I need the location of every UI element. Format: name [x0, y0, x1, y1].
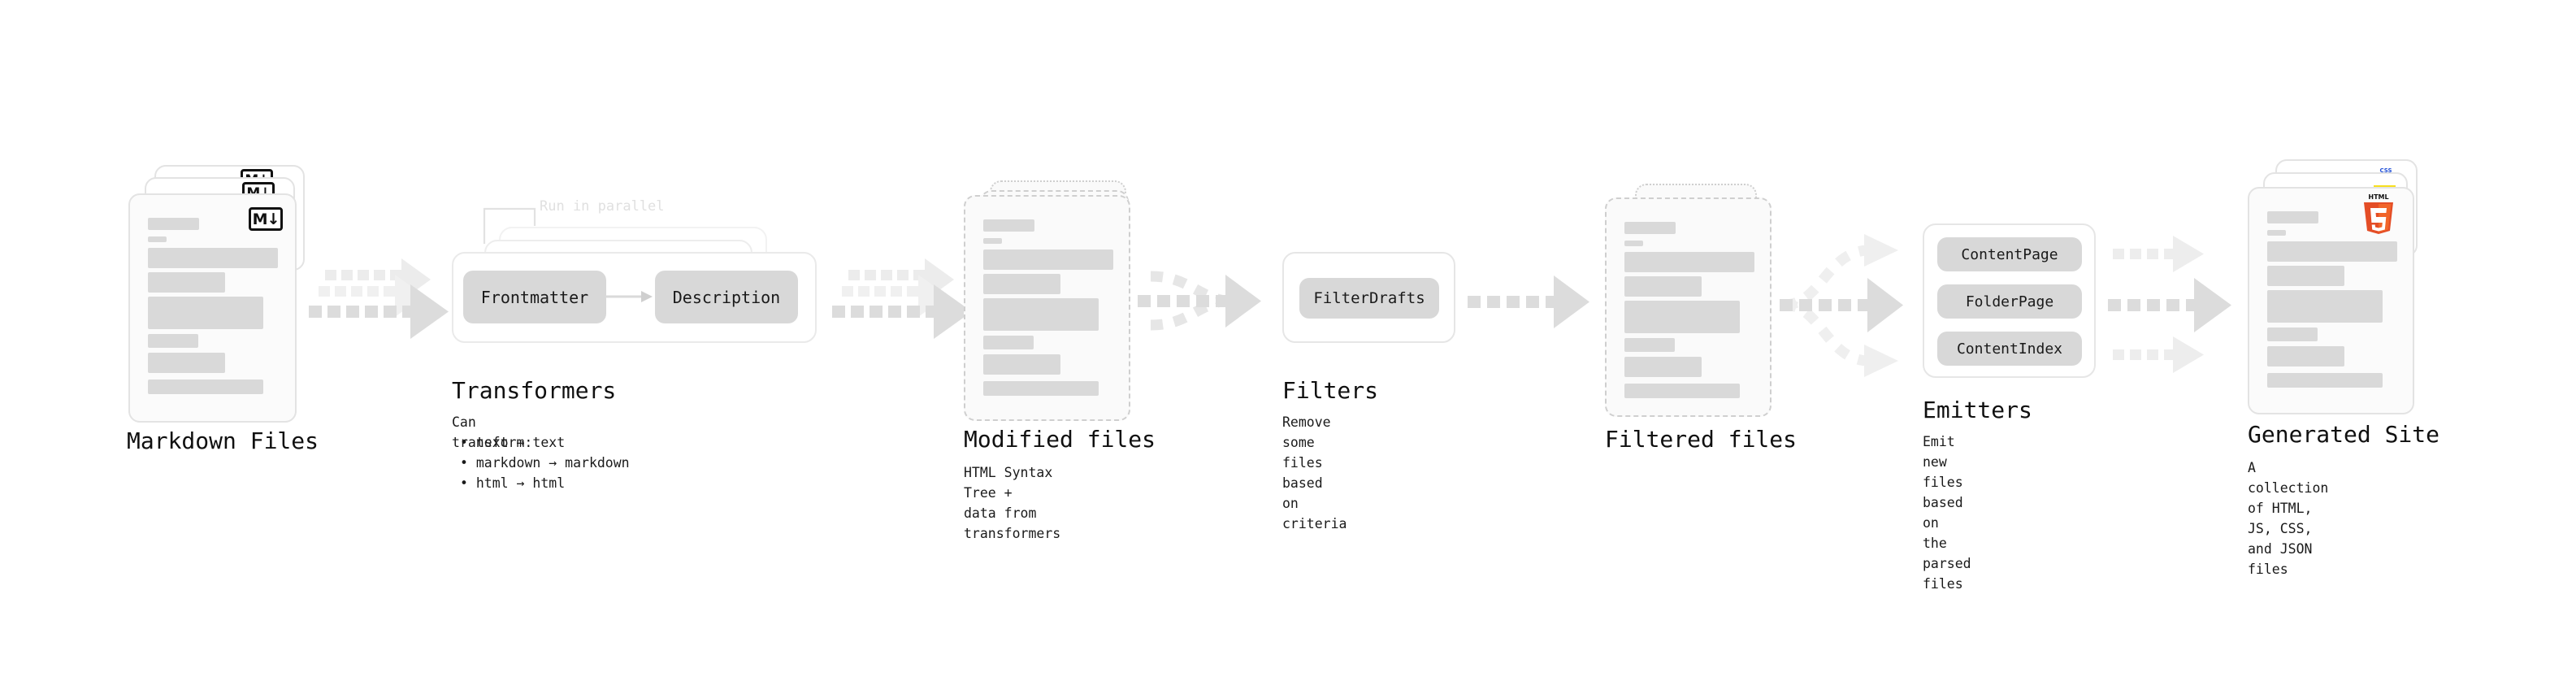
doc-line [148, 380, 263, 394]
markdown-icon: M↓ [249, 207, 283, 231]
doc-line [983, 381, 1099, 396]
stage-caption-transformers: Can transform: [452, 414, 533, 450]
doc-line [1624, 357, 1702, 377]
doc-line [1624, 384, 1740, 398]
arrow-transformers-to-modified [832, 258, 972, 339]
doc-line [983, 274, 1060, 294]
doc-line [2267, 230, 2286, 236]
stage-title-markdown-files: Markdown Files [127, 427, 319, 454]
doc-line [2267, 266, 2344, 286]
stage-title-filtered-files: Filtered files [1605, 426, 1798, 453]
html5-icon: HTML [2364, 193, 2393, 234]
doc-line [148, 248, 278, 268]
doc-line [148, 272, 225, 293]
transformer-arrow-front [605, 291, 653, 302]
doc-line [983, 238, 1002, 244]
doc-line [1624, 222, 1676, 234]
transformers-bullet-item: • html → html [460, 475, 566, 491]
doc-line [148, 353, 225, 373]
arrow-filtered-to-emitters [1780, 234, 1903, 377]
markdown-card-front [128, 193, 297, 423]
doc-line [983, 298, 1099, 331]
emitter-pill-contentpage[interactable]: ContentPage [1937, 237, 2082, 271]
doc-line [148, 297, 263, 329]
stage-title-filters: Filters [1282, 377, 1379, 404]
doc-line [983, 219, 1034, 232]
transformer-pill-frontmatter[interactable]: Frontmatter [463, 271, 606, 323]
doc-line [148, 334, 198, 348]
parallel-leader-line [483, 207, 536, 244]
stage-caption-generated-site: A collection of HTML, JS, CSS, and JSON … [2248, 460, 2329, 577]
arrow-filters-to-filtered [1468, 275, 1589, 328]
arrow-md-to-transformers [309, 258, 449, 339]
filter-pill-filterdrafts[interactable]: FilterDrafts [1299, 278, 1439, 319]
doc-line [2267, 346, 2344, 367]
transformers-bullet-item: • markdown → markdown [460, 455, 630, 471]
doc-line [1624, 338, 1675, 352]
annotation-run-in-parallel: Run in parallel [540, 198, 665, 215]
doc-line [2267, 211, 2318, 223]
transformer-pill-description[interactable]: Description [655, 271, 798, 323]
stage-title-transformers: Transformers [452, 377, 617, 404]
emitter-pill-contentindex[interactable]: ContentIndex [1937, 332, 2082, 366]
stage-caption-emitters: Emit new files based on the parsed files [1923, 434, 1971, 592]
arrow-modified-to-filters [1138, 271, 1261, 331]
filtered-card-front [1605, 197, 1772, 417]
doc-line [1624, 276, 1702, 297]
transformers-bullet-list: • text → text • markdown → markdown • ht… [460, 432, 630, 493]
doc-line [1624, 301, 1740, 333]
stage-caption-filters: Remove some files based on criteria [1282, 414, 1347, 531]
doc-line [983, 249, 1113, 270]
doc-line [2267, 290, 2383, 323]
modified-card-front [964, 195, 1130, 421]
doc-line [1624, 241, 1643, 246]
doc-line [2267, 373, 2383, 388]
doc-line [2267, 241, 2397, 262]
doc-line [983, 354, 1060, 375]
doc-line [983, 336, 1034, 349]
stage-title-modified-files: Modified files [964, 426, 1156, 453]
doc-line [1624, 252, 1754, 272]
stage-caption-modified-files: HTML Syntax Tree + data from transformer… [964, 465, 1061, 541]
stage-title-emitters: Emitters [1923, 397, 2032, 423]
arrow-emitters-to-site [2108, 236, 2231, 373]
transformers-bullet-item: • text → text [460, 435, 566, 450]
doc-line [2267, 327, 2318, 341]
stage-title-generated-site: Generated Site [2248, 421, 2440, 448]
css-icon-label: CSS [2379, 167, 2392, 174]
svg-text:HTML: HTML [2368, 193, 2388, 201]
doc-line [148, 236, 167, 242]
doc-line [148, 218, 199, 230]
emitter-pill-folderpage[interactable]: FolderPage [1937, 284, 2082, 319]
